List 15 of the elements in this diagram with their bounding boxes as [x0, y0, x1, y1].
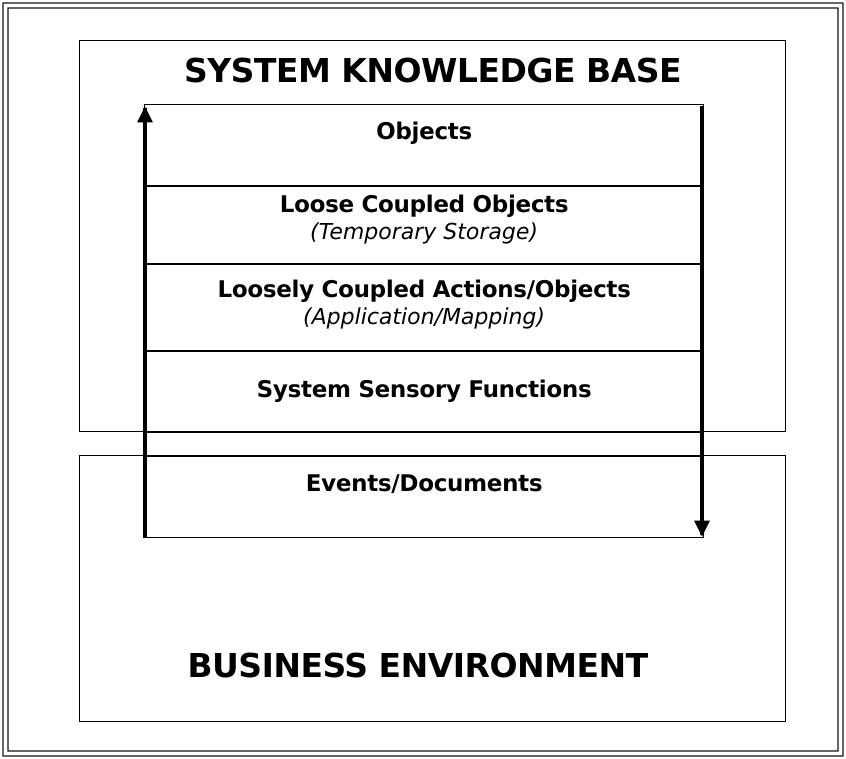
heading: SYSTEM KNOWLEDGE BASE: [182, 51, 682, 90]
layer-label: Loose Coupled Objects: [280, 192, 568, 218]
layer-label: System Sensory Functions: [256, 377, 592, 403]
arrow: [137, 106, 153, 538]
layer-box: [144, 456, 704, 538]
layer-label: Objects: [376, 119, 472, 145]
layer-label: Loosely Coupled Actions/Objects: [218, 277, 630, 303]
knowledge-base-box: [79, 40, 786, 432]
layer-label: Events/Documents: [306, 471, 542, 497]
layer-note: (Application/Mapping): [303, 305, 545, 330]
heading: BUSINESS ENVIRONMENT: [186, 646, 649, 685]
arrow: [694, 106, 710, 537]
layer-note: (Temporary Storage): [310, 220, 538, 245]
environment-box: [79, 455, 786, 722]
layer-box: [144, 104, 704, 186]
